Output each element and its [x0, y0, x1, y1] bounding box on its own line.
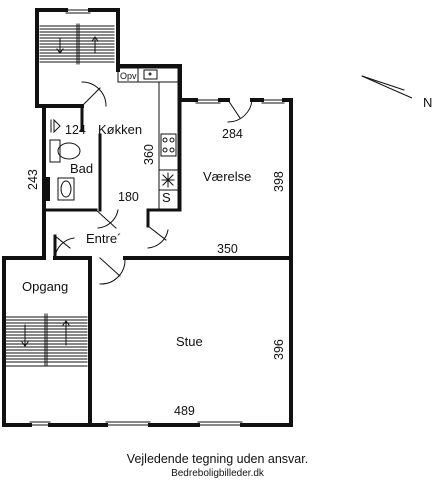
- stairwell-label: Opgang: [22, 279, 68, 294]
- bedroom-depth-dim: 398: [272, 171, 286, 192]
- living-depth-dim: 396: [272, 339, 286, 360]
- stair-down-arrow-icon: [56, 37, 64, 54]
- toilet-icon: [49, 139, 81, 163]
- entry-label: Entre´: [86, 231, 121, 246]
- kitchen-width-dim: 360: [142, 144, 156, 165]
- kitchen-door: [81, 81, 107, 107]
- ventilation-icon: [50, 118, 61, 134]
- living-label: Stue: [176, 334, 203, 349]
- bath-walls: [42, 104, 102, 260]
- living-walls: [88, 256, 293, 427]
- floor-plan: Opv S Køkken 124 360 Bad 243 180 284 Vær…: [2, 8, 432, 427]
- living-door: [99, 257, 126, 285]
- kitchen-walls: [80, 64, 293, 260]
- stove-label: S: [162, 190, 171, 205]
- bath-label: Bad: [70, 161, 93, 176]
- disclaimer-text: Vejledende tegning uden ansvar.: [126, 452, 309, 466]
- bath-depth-dim: 243: [26, 169, 40, 190]
- dishwasher-label: Opv: [120, 71, 137, 81]
- north-arrow-icon: [361, 75, 413, 99]
- bath-width-dim: 124: [65, 123, 86, 137]
- bedroom-door: [227, 99, 253, 123]
- source-text: Bedreboligbilleder.dk: [171, 468, 264, 479]
- bedroom-width-dim: 284: [222, 127, 243, 141]
- entry-door-left: [54, 235, 75, 259]
- washbasin-icon: [57, 177, 75, 201]
- bedroom-label: Værelse: [203, 169, 251, 184]
- opgang-up-arrow-icon: [62, 320, 70, 346]
- kitchen-depth-dim: 180: [118, 190, 139, 204]
- fridge-icon: [161, 172, 175, 188]
- living-width-dim: 489: [174, 404, 195, 418]
- kitchen-label: Køkken: [98, 122, 142, 137]
- opgang-down-arrow-icon: [21, 324, 29, 347]
- kitchen-counter: [117, 67, 179, 211]
- bath-door: [95, 209, 119, 229]
- entry-walls: [42, 208, 293, 260]
- bedroom-floor-dim: 350: [217, 242, 238, 256]
- top-stairwell: [35, 8, 120, 108]
- stair-up-arrow-icon: [91, 36, 99, 53]
- entry-door-right: [147, 225, 169, 249]
- compass-label: N: [423, 95, 432, 110]
- sink-icon: [143, 69, 158, 80]
